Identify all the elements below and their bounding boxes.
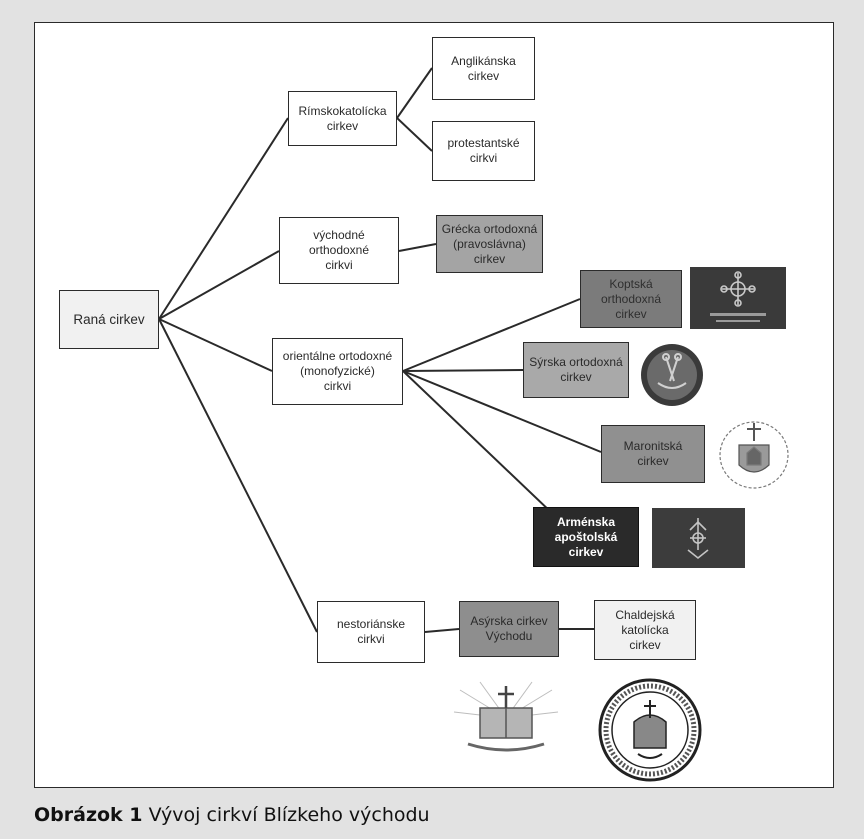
caption-text: Vývoj cirkví Blízkeho východu <box>142 804 430 826</box>
coptic-cross-emblem-icon <box>690 267 786 329</box>
node-armenska-apostolska-cirkev: Arménska apoštolská cirkev <box>533 507 639 567</box>
line-rana-nestorianske <box>158 318 318 633</box>
node-rimskokatolicka-cirkev: Rímskokatolícka cirkev <box>288 91 397 146</box>
line-orientalne-koptska <box>402 298 581 372</box>
node-chaldejska-katolicka-cirkev: Chaldejská katolícka cirkev <box>594 600 696 660</box>
line-rana-orientalne <box>158 318 273 372</box>
line-rana-vychodne <box>158 250 280 320</box>
chaldean-catholic-seal-icon <box>598 678 702 782</box>
line-rimsko-anglikanska <box>396 67 433 119</box>
line-nestorianske-asyrska <box>424 628 460 633</box>
node-grecka-ortodoxna-cirkev: Grécka ortodoxná (pravoslávna) cirkev <box>436 215 543 273</box>
figure-caption: Obrázok 1 Vývoj cirkví Blízkeho východu <box>34 804 430 826</box>
connector-lines <box>158 67 602 633</box>
caption-label: Obrázok 1 <box>34 804 143 826</box>
line-rana-rimsko <box>158 117 289 320</box>
syriac-orthodox-seal-icon <box>640 343 704 407</box>
node-koptska-ortodoxna-cirkev: Koptská orthodoxná cirkev <box>580 270 682 328</box>
maronite-coat-of-arms-icon <box>717 417 791 491</box>
line-vychodne-grecka <box>398 243 437 252</box>
armenian-apostolic-emblem-icon <box>652 508 745 568</box>
node-vychodne-ortodoxne-cirkvi: východné orthodoxné cirkvi <box>279 217 399 284</box>
assyrian-church-emblem-icon <box>450 678 562 758</box>
node-maronitska-cirkev: Maronitská cirkev <box>601 425 705 483</box>
node-rana-cirkev: Raná cirkev <box>59 290 159 349</box>
node-anglikanska-cirkev: Anglikánska cirkev <box>432 37 535 100</box>
node-orientalne-ortodoxne-cirkvi: orientálne ortodoxné (monofyzické) cirkv… <box>272 338 403 405</box>
node-syrska-ortodoxna-cirkev: Sýrska ortodoxná cirkev <box>523 342 629 398</box>
line-orientalne-syrska <box>402 369 524 372</box>
node-nestorianske-cirkvi: nestoriánske cirkvi <box>317 601 425 663</box>
diagram-frame: Raná cirkev Rímskokatolícka cirkev Angli… <box>34 22 834 788</box>
node-asyrska-cirkev-vychodu: Asýrska cirkev Východu <box>459 601 559 657</box>
line-rimsko-protestantske <box>396 117 433 152</box>
node-protestantske-cirkvi: protestantské cirkvi <box>432 121 535 181</box>
line-orientalne-maronitska <box>402 370 602 453</box>
